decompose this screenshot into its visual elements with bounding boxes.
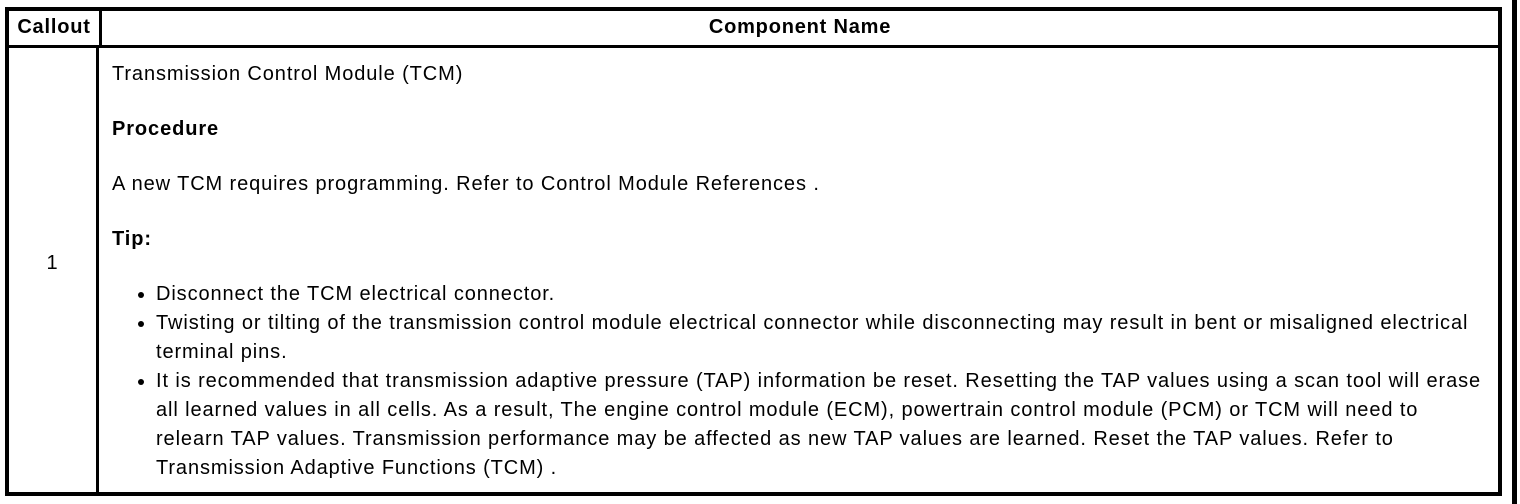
table-row: 1 Transmission Control Module (TCM) Proc… <box>9 48 1498 492</box>
procedure-heading: Procedure <box>112 118 220 140</box>
component-name-cell: Transmission Control Module (TCM) Proced… <box>99 48 1498 492</box>
component-name-column-header: Component Name <box>708 16 892 38</box>
procedure-text: A new TCM requires programming. Refer to… <box>112 173 820 195</box>
table-header-row: Callout Component Name <box>9 11 1498 48</box>
page-edge-line <box>1512 0 1517 504</box>
tip-item: Disconnect the TCM electrical connector. <box>156 280 1486 309</box>
callout-number: 1 <box>9 48 99 492</box>
tip-item: It is recommended that transmission adap… <box>156 367 1486 483</box>
callout-column-header: Callout <box>9 11 102 45</box>
component-table: Callout Component Name 1 Transmission Co… <box>5 7 1502 496</box>
component-title: Transmission Control Module (TCM) <box>112 63 464 85</box>
tip-list: Disconnect the TCM electrical connector.… <box>112 280 1486 483</box>
tip-heading: Tip: <box>112 228 152 250</box>
tip-item: Twisting or tilting of the transmission … <box>156 309 1486 367</box>
